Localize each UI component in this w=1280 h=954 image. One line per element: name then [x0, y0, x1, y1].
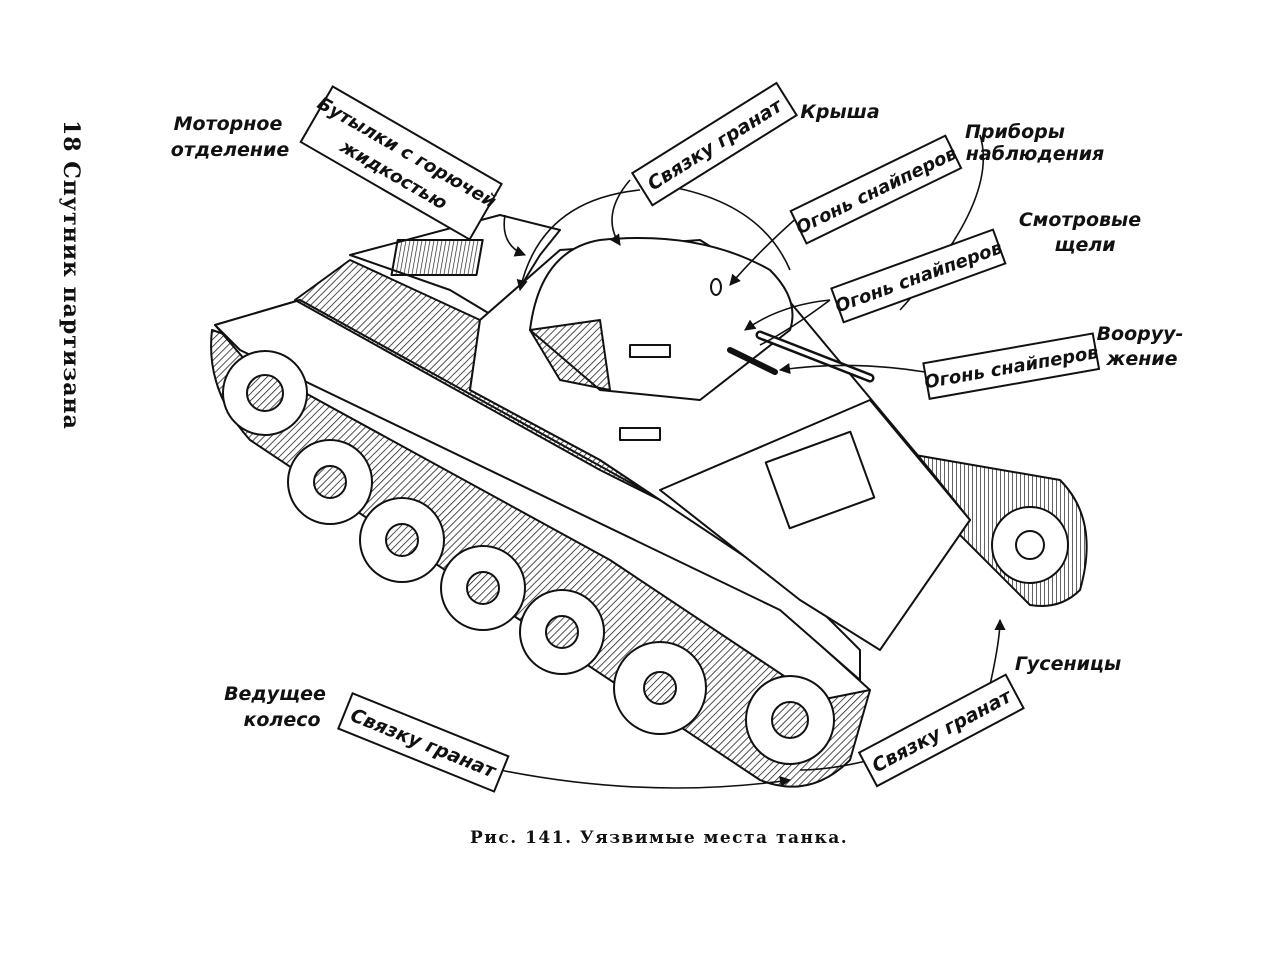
free-labels: Моторное отделение Крыша Приборы наблюде…	[171, 101, 1184, 731]
label-sniper-2: Огонь снайперов	[832, 237, 1005, 317]
label-slits-line1: Смотровые	[1019, 209, 1141, 231]
left-track	[210, 329, 871, 788]
label-grenades-right: Связку гранат	[868, 685, 1016, 777]
label-box-sniper-3: Огонь снайперов	[922, 332, 1101, 400]
observation-device	[710, 278, 722, 296]
label-drive-wheel-line1: Ведущее	[224, 683, 326, 705]
label-box-sniper-1: Огонь снайперов	[789, 134, 963, 245]
label-box-bottles: Бутылки с горючей жидкостью	[299, 85, 503, 241]
arrow-sniper-2	[744, 299, 831, 331]
label-slits-line2: щели	[1054, 234, 1115, 256]
callout-lines	[499, 134, 1006, 789]
label-sniper-1: Огонь снайперов	[793, 143, 961, 239]
label-box-sniper-2: Огонь снайперов	[830, 228, 1007, 324]
label-box-grenades-right: Связку гранат	[857, 673, 1025, 788]
arrow-sniper-3	[778, 363, 926, 375]
machine-gun	[727, 347, 778, 375]
label-engine-line2: отделение	[171, 139, 290, 161]
figure-caption: Рис. 141. Уязвимые места танка.	[470, 828, 849, 848]
front-hatch	[764, 430, 876, 530]
glacis	[659, 399, 971, 651]
arrow-bottles	[503, 214, 527, 257]
engine-grille	[390, 239, 484, 276]
label-roof: Крыша	[800, 101, 879, 123]
viewing-slit-upper	[629, 344, 671, 358]
tank-illustration	[210, 214, 1088, 788]
label-tracks: Гусеницы	[1015, 653, 1121, 675]
turret-side	[529, 319, 611, 391]
label-observation-line2: наблюдения	[966, 143, 1104, 165]
label-box-grenades-left: Связку гранат	[337, 692, 510, 793]
label-observation-line1: Приборы	[965, 121, 1065, 143]
label-box-grenades-top: Связку гранат	[630, 81, 799, 207]
label-armament-line2: жение	[1105, 348, 1177, 370]
label-grenades-top: Связку гранат	[644, 94, 787, 195]
arc-grenades-top	[516, 189, 641, 292]
label-drive-wheel-line2: колесо	[243, 709, 320, 731]
arc-grenades-left	[499, 769, 792, 789]
road-wheels	[222, 350, 835, 765]
viewing-slit-lower	[619, 427, 661, 441]
label-engine-line1: Моторное	[174, 113, 283, 135]
label-armament-line1: Вооруу-	[1097, 323, 1184, 345]
arc-grenades-right	[989, 618, 1006, 686]
arrow-sniper-1	[729, 214, 801, 286]
